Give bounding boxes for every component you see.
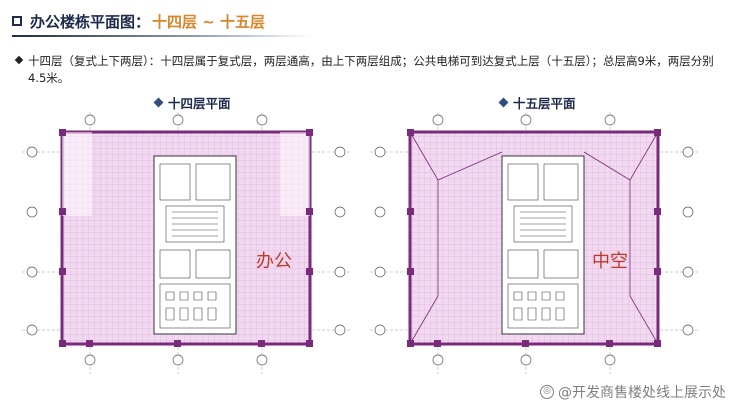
floor-plan-15 xyxy=(370,112,698,374)
plan-label-15: 十五层平面 xyxy=(498,93,576,112)
plan-label-14-text: 十四层平面 xyxy=(168,96,231,111)
plan-label-14: 十四层平面 xyxy=(153,93,231,112)
floor-description-text: 十四层（复式上下两层）：十四层属于复式层，两层通高，由上下两层组成；公共电梯可到… xyxy=(28,54,714,85)
watermark-logo-icon: ◎ xyxy=(540,385,554,399)
page-title-floors: 十四层 ~ 十五层 xyxy=(152,12,266,31)
plan-14-overlay-label: 办公 xyxy=(256,251,292,272)
watermark: ◎ @开发商售楼处线上展示处 xyxy=(540,382,726,402)
title-square-icon xyxy=(12,16,22,26)
title-underline xyxy=(12,35,312,37)
plan-label-15-text: 十五层平面 xyxy=(513,96,576,111)
floor-plan-14 xyxy=(22,112,350,374)
page-title-row: 办公楼栋平面图： 十四层 ~ 十五层 xyxy=(12,9,265,33)
bullet-diamond-icon xyxy=(14,55,24,65)
page-title: 办公楼栋平面图： xyxy=(30,12,151,31)
plan-15-overlay-label: 中空 xyxy=(592,251,628,272)
watermark-text: @开发商售楼处线上展示处 xyxy=(558,385,726,401)
diamond-icon xyxy=(498,97,509,108)
floor-description: 十四层（复式上下两层）：十四层属于复式层，两层通高，由上下两层组成；公共电梯可到… xyxy=(14,53,718,87)
diamond-icon xyxy=(153,97,164,108)
